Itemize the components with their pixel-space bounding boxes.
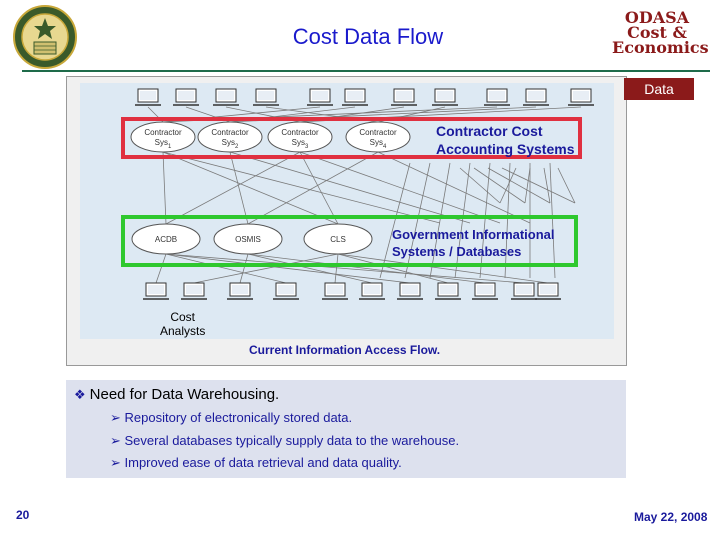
computer-icon xyxy=(432,88,458,106)
contractor-name-text: Contractor xyxy=(144,128,182,137)
logo-line-3: Economics xyxy=(612,38,709,57)
computer-icon xyxy=(435,282,461,300)
gov-label-line-1: Government Informational xyxy=(392,227,555,242)
computer-icon xyxy=(359,282,385,300)
computer-icon xyxy=(227,282,253,300)
logo-line-1: ODASA xyxy=(624,8,690,27)
top-computers xyxy=(135,88,594,106)
contractor-systems-label: Contractor Cost Accounting Systems xyxy=(436,122,574,158)
computer-icon xyxy=(307,88,333,106)
contractor-label-line-1: Contractor Cost xyxy=(436,123,543,139)
page-number: 20 xyxy=(16,508,30,522)
slide-date: May 22, 2008 xyxy=(634,510,708,524)
odasa-logo: ODASA Cost & Economics xyxy=(612,8,709,62)
network-diagram: ContractorSys1ContractorSys2ContractorSy… xyxy=(130,88,594,300)
analysts-line-2: Analysts xyxy=(160,324,206,338)
computer-icon xyxy=(173,88,199,106)
gov-system-text: OSMIS xyxy=(235,235,261,244)
computer-icon xyxy=(181,282,207,300)
logo-line-2: Cost & xyxy=(627,23,687,42)
bottom-computers xyxy=(143,282,561,300)
sub-bullet: ➢ Repository of electronically stored da… xyxy=(110,410,352,426)
slide-title: Cost Data Flow xyxy=(292,24,444,49)
diagram-caption: Current Information Access Flow. xyxy=(249,343,441,357)
computer-icon xyxy=(511,282,537,300)
gov-label-line-2: Systems / Databases xyxy=(392,244,522,259)
sub-bullet: ➢ Improved ease of data retrieval and da… xyxy=(110,455,402,471)
contractor-nodes: ContractorSys1ContractorSys2ContractorSy… xyxy=(130,121,411,153)
computer-icon xyxy=(568,88,594,106)
computer-icon xyxy=(135,88,161,106)
bullet-main-text: Need for Data Warehousing. xyxy=(89,386,280,403)
arrow-bullet-icon: ➢ xyxy=(110,455,125,470)
arrow-bullet-icon: ➢ xyxy=(110,410,125,425)
sub-bullet: ➢ Several databases typically supply dat… xyxy=(110,433,459,449)
cost-analysts-label: Cost Analysts xyxy=(160,310,205,338)
computer-icon xyxy=(523,88,549,106)
computer-icon xyxy=(213,88,239,106)
diamond-bullet-icon: ❖ xyxy=(74,387,86,402)
gov-nodes: ACDB OSMIS CLS xyxy=(131,223,373,255)
bullet-panel xyxy=(66,380,626,478)
contractor-systems-box xyxy=(121,117,582,159)
gov-systems-box xyxy=(121,215,578,267)
gov-system-text: CLS xyxy=(330,235,346,244)
contractor-label-line-2: Accounting Systems xyxy=(436,141,575,157)
army-seal-logo xyxy=(13,5,77,69)
gov-system-node: ACDB xyxy=(131,223,201,255)
arrow-bullet-icon: ➢ xyxy=(110,433,125,448)
computer-icon xyxy=(342,88,368,106)
computer-icon xyxy=(484,88,510,106)
gov-systems-label: Government Informational Systems / Datab… xyxy=(392,226,555,260)
computer-icon xyxy=(397,282,423,300)
data-badge: Data xyxy=(624,78,694,100)
computer-icon xyxy=(322,282,348,300)
contractor-name-text: Contractor xyxy=(359,128,397,137)
sub-bullet-text: Repository of electronically stored data… xyxy=(124,410,353,425)
contractor-name-text: Contractor xyxy=(211,128,249,137)
gov-system-node: OSMIS xyxy=(213,223,283,255)
gov-system-node: CLS xyxy=(303,223,373,255)
contractor-name-text: Contractor xyxy=(281,128,319,137)
computer-icon xyxy=(535,282,561,300)
computer-icon xyxy=(253,88,279,106)
computer-icon xyxy=(472,282,498,300)
computer-icon xyxy=(273,282,299,300)
computer-icon xyxy=(391,88,417,106)
gov-system-text: ACDB xyxy=(155,235,177,244)
sub-bullet-text: Improved ease of data retrieval and data… xyxy=(124,455,402,470)
analysts-line-1: Cost xyxy=(170,310,196,324)
title-divider xyxy=(22,70,710,72)
bullet-main: ❖Need for Data Warehousing. xyxy=(74,386,279,403)
sub-bullet-text: Several databases typically supply data … xyxy=(124,433,460,448)
computer-icon xyxy=(143,282,169,300)
